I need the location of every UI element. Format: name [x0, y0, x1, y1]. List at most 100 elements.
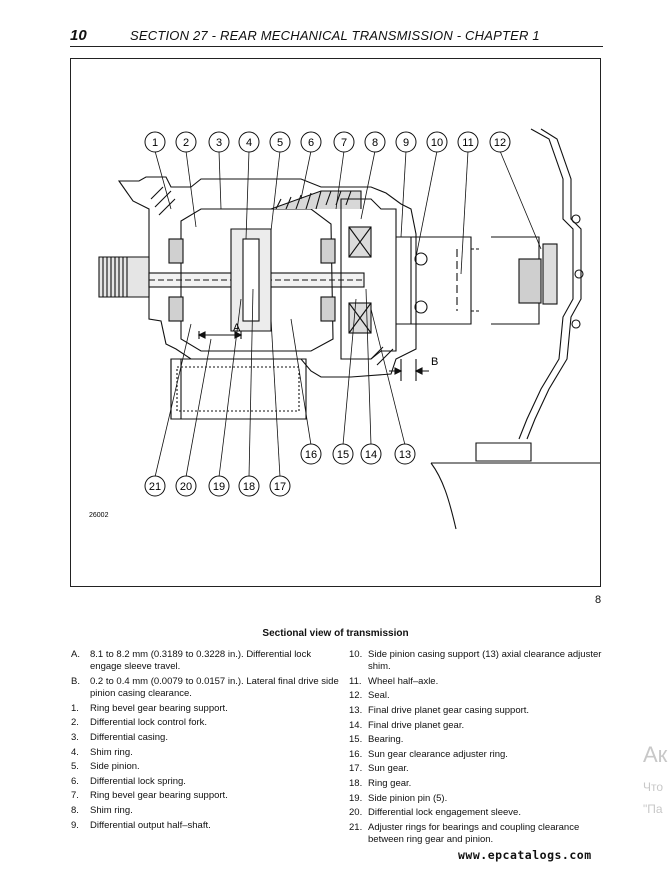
svg-text:2: 2 [183, 137, 189, 149]
legend-key: 12. [349, 690, 363, 702]
legend-text: Final drive planet gear casing support. [368, 705, 530, 717]
page-header: 10 SECTION 27 - REAR MECHANICAL TRANSMIS… [70, 26, 603, 47]
legend-text: Wheel half–axle. [368, 675, 439, 687]
callout-20: 20 [175, 475, 197, 497]
svg-text:6: 6 [308, 137, 314, 149]
legend-item: 12.Seal. [349, 690, 609, 702]
legend-key: 10. [349, 649, 363, 660]
callout-1: 1 [144, 131, 166, 153]
svg-text:19: 19 [213, 481, 225, 493]
legend-text: Ring bevel gear bearing support. [90, 790, 228, 802]
drawing-code: 26002 [89, 512, 109, 519]
legend-key: 7. [71, 790, 79, 802]
legend-text: 8.1 to 8.2 mm (0.3189 to 0.3228 in.). Di… [90, 649, 312, 673]
legend-key: 3. [71, 731, 79, 743]
legend-key: B. [71, 675, 80, 687]
legend-right: 10. Side pinion casing support (13) axial… [349, 649, 609, 849]
legend-item: 1. Ring bevel gear bearing support. [71, 703, 341, 715]
svg-text:11: 11 [462, 137, 473, 149]
transmission-section-drawing: 1 2 3 4 5 6 7 8 9 10 11 12 16 15 14 13 2… [89, 128, 600, 530]
callout-3: 3 [208, 131, 230, 153]
drawing-linework [98, 128, 600, 530]
svg-text:1: 1 [152, 137, 158, 149]
legend-text: Side pinion. [90, 761, 140, 773]
callouts-top: 1 2 3 4 5 6 7 8 9 10 11 12 [144, 131, 511, 153]
callout-5: 5 [269, 131, 291, 153]
label-b: B [431, 356, 438, 368]
legend-item: 17. Sun gear. [349, 763, 609, 775]
legend-item: 9.Differential output half–shaft. [71, 820, 341, 832]
legend-item: 19.Side pinion pin (5). [349, 793, 609, 805]
legend-item: B.0.2 to 0.4 mm (0.0079 to 0.0157 in.). … [71, 676, 341, 701]
legend-item: 21. Adjuster rings for bearings and coupl… [349, 822, 609, 847]
callout-9: 9 [395, 131, 417, 153]
legend-key: A. [71, 649, 80, 660]
legend-key: 5. [71, 761, 79, 773]
legend-key: 4. [71, 746, 79, 758]
svg-text:21: 21 [149, 481, 161, 493]
legend-item: 20. Differential lock engagement sleeve. [349, 807, 609, 819]
legend-key: 13. [349, 705, 363, 717]
callout-7: 7 [333, 131, 355, 153]
legend-left: A. 8.1 to 8.2 mm (0.3189 to 0.3228 in.). … [71, 649, 341, 834]
legend-text: Differential output half–shaft. [90, 819, 211, 831]
svg-text:15: 15 [337, 449, 349, 461]
callout-12: 12 [489, 131, 511, 153]
callout-16: 16 [300, 443, 322, 465]
legend-text: Sun gear clearance adjuster ring. [368, 748, 508, 760]
legend-item: 7. Ring bevel gear bearing support. [71, 790, 341, 802]
legend-key: 19. [349, 792, 363, 804]
legend-key: 15. [349, 734, 363, 746]
svg-text:4: 4 [246, 137, 252, 149]
svg-text:12: 12 [494, 137, 506, 149]
legend-text: Shim ring. [90, 746, 133, 758]
figure-caption: Sectional view of transmission [262, 628, 409, 639]
watermark-line-2: Что [643, 780, 664, 794]
figure-number: 8 [595, 594, 602, 606]
callout-18: 18 [238, 475, 260, 497]
legend-key: 2. [71, 717, 79, 729]
svg-text:8: 8 [372, 137, 378, 149]
legend-item: 8.Shim ring. [71, 805, 341, 817]
legend-item: 10. Side pinion casing support (13) axial… [349, 649, 609, 674]
legend-item: A. 8.1 to 8.2 mm (0.3189 to 0.3228 in.). … [71, 649, 341, 674]
callout-21: 21 [144, 475, 166, 497]
callout-11: 11 [457, 131, 479, 153]
legend-text: Ring bevel gear bearing support. [90, 702, 228, 714]
callout-2: 2 [175, 131, 197, 153]
svg-text:3: 3 [216, 137, 222, 149]
page-number: 10 [70, 27, 87, 44]
legend-key: 11. [349, 675, 362, 687]
site-url[interactable]: www.epcatalogs.com [458, 848, 592, 862]
legend-item: 18.Ring gear. [349, 778, 609, 790]
svg-text:20: 20 [180, 481, 192, 493]
legend-text: Differential lock engagement sleeve. [368, 807, 521, 819]
svg-text:18: 18 [243, 481, 255, 493]
legend-text: Differential lock spring. [90, 775, 186, 787]
watermark-line-1: Ак [643, 742, 668, 767]
legend-item: 11. Wheel half–axle. [349, 676, 609, 688]
legend-key: 20. [349, 807, 363, 819]
svg-text:16: 16 [305, 449, 317, 461]
figure-frame: 1 2 3 4 5 6 7 8 9 10 11 12 16 15 14 13 2… [70, 58, 601, 587]
svg-text:14: 14 [365, 449, 377, 461]
callout-10: 10 [426, 131, 448, 153]
legend-key: 17. [349, 763, 363, 775]
callout-4: 4 [238, 131, 260, 153]
leader-lines [154, 150, 542, 478]
legend-text: Side pinion casing support (13) axial cl… [368, 649, 602, 673]
legend-text: Ring gear. [368, 778, 412, 790]
legend-text: Adjuster rings for bearings and coupling… [368, 821, 580, 846]
legend-key: 6. [71, 775, 79, 787]
legend-text: Sun gear. [368, 763, 409, 775]
svg-text:9: 9 [403, 137, 409, 149]
callout-6: 6 [300, 131, 322, 153]
legend-item: 15. Bearing. [349, 734, 609, 746]
legend-key: 21. [349, 821, 363, 833]
legend-key: 1. [71, 702, 79, 714]
legend-item: 16.Sun gear clearance adjuster ring. [349, 749, 609, 761]
callout-15: 15 [332, 443, 354, 465]
legend-text: Bearing. [368, 734, 404, 746]
legend-item: 13. Final drive planet gear casing suppor… [349, 705, 609, 717]
callout-19: 19 [208, 475, 230, 497]
